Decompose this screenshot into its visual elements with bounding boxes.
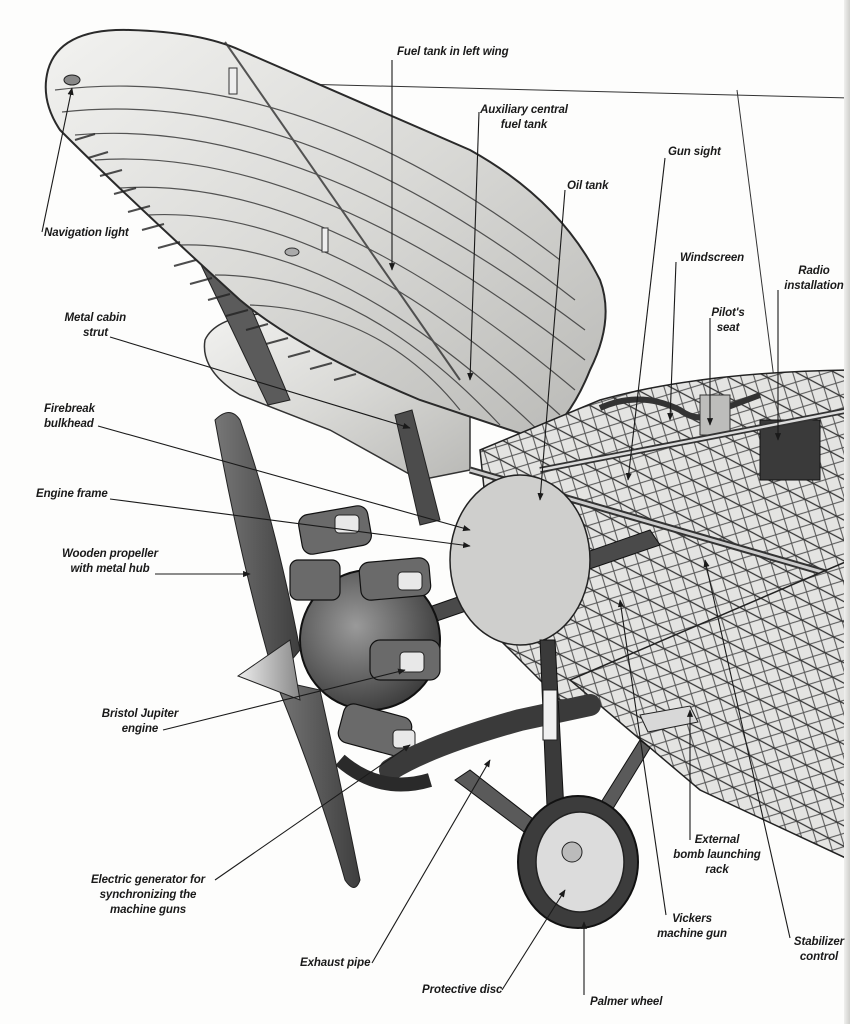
navigation-light-lamp — [63, 74, 81, 86]
label-line: with metal hub — [70, 563, 150, 575]
label-palmer-wheel: Palmer wheel — [590, 996, 663, 1008]
label-firebreak-bulkhead: Firebreak bulkhead — [44, 402, 95, 432]
lower-right-wing — [568, 559, 850, 861]
radio-box — [759, 419, 821, 481]
wing-trailing-slots — [74, 133, 357, 381]
label-bristol-jupiter-engine: Bristol Jupiter engine — [100, 707, 180, 737]
label-line: Metal cabin — [64, 312, 126, 324]
fuel-filler-cap — [228, 67, 238, 95]
label-wooden-propeller: Wooden propeller with metal hub — [58, 547, 162, 577]
label-line: bomb launching — [673, 849, 761, 861]
leader-navigation-light — [41, 87, 74, 233]
leader-aux-fuel-tank — [467, 111, 480, 381]
label-line: Stabilizer — [793, 936, 845, 948]
label-metal-cabin-strut: Metal cabin strut — [50, 311, 126, 341]
label-line: Auxiliary central — [480, 104, 568, 116]
label-protective-disc: Protective disc — [422, 984, 503, 996]
engine-cylinders — [289, 505, 441, 757]
label-windscreen: Windscreen — [680, 252, 745, 264]
fuel-filler-cap — [321, 227, 329, 253]
leader-windscreen — [667, 261, 677, 421]
fuel-gauge — [284, 247, 300, 257]
label-line: Pilot's — [711, 307, 745, 319]
leader-engine-frame — [109, 498, 471, 549]
label-line: seat — [716, 322, 740, 334]
leader-generator — [214, 744, 411, 881]
label-line: rack — [705, 864, 729, 876]
label-line: External — [694, 834, 740, 846]
label-line: machine guns — [109, 904, 187, 916]
propeller-upper-blade — [214, 412, 301, 682]
leader-vickers — [617, 599, 667, 916]
label-navigation-light: Navigation light — [44, 227, 129, 239]
label-line: Radio — [798, 265, 830, 277]
label-gun-sight: Gun sight — [668, 146, 721, 158]
label-line: synchronizing the — [99, 889, 197, 901]
pilot-seat — [699, 394, 731, 436]
firebreak-bulkhead — [449, 474, 591, 646]
leader-protective-disc — [501, 889, 566, 991]
label-fuel-tank-left-wing: Fuel tank in left wing — [397, 46, 509, 58]
label-engine-frame: Engine frame — [36, 488, 108, 500]
leader-gun-sight — [625, 157, 666, 481]
bomb-rack — [639, 705, 699, 733]
label-aux-fuel-tank: Auxiliary central fuel tank — [470, 103, 578, 133]
wheel-hub — [561, 841, 583, 863]
label-vickers-machine-gun: Vickers machine gun — [656, 912, 728, 942]
longeron — [539, 408, 850, 472]
leader-exhaust-pipe — [371, 759, 491, 964]
rigging-wire — [736, 89, 779, 411]
label-pilot-seat: Pilot's seat — [708, 306, 748, 336]
label-radio-installation: Radio installation — [780, 264, 848, 294]
label-line: Vickers — [672, 913, 712, 925]
label-line: bulkhead — [44, 418, 94, 430]
exhaust-pipe — [379, 694, 601, 781]
leader-firebreak — [97, 425, 471, 532]
cylinder-heads — [334, 514, 425, 749]
label-line: machine gun — [657, 928, 727, 940]
interplane-strut — [394, 409, 441, 526]
leader-engine — [162, 668, 406, 731]
propeller-lower-blade — [274, 679, 361, 888]
wing-ribs — [54, 41, 586, 433]
label-oil-tank: Oil tank — [567, 180, 609, 192]
label-line: control — [799, 951, 839, 963]
leader-oil-tank — [537, 189, 566, 501]
leader-lines — [41, 60, 791, 995]
label-line: strut — [82, 327, 108, 339]
label-line: Bristol Jupiter — [101, 708, 179, 720]
oleo-strut — [542, 689, 558, 741]
protective-disc — [535, 811, 625, 913]
label-stabilizer-control: Stabilizer control — [790, 935, 848, 965]
label-line: fuel tank — [500, 119, 548, 131]
label-line: Wooden propeller — [62, 548, 158, 560]
label-line: Electric generator for — [90, 874, 206, 886]
label-electric-generator: Electric generator for synchronizing the… — [88, 873, 208, 918]
label-line: Firebreak — [44, 403, 95, 415]
propeller-spinner — [236, 639, 301, 701]
label-line: installation — [784, 280, 844, 292]
label-exhaust-pipe: Exhaust pipe — [300, 957, 371, 969]
leader-stabilizer — [703, 559, 791, 939]
label-line: engine — [121, 723, 159, 735]
page-binding-shadow — [844, 0, 850, 1024]
leader-metal-cabin-strut — [109, 336, 411, 429]
exhaust-collector — [335, 754, 433, 792]
label-external-bomb-rack: External bomb launching rack — [672, 833, 762, 878]
